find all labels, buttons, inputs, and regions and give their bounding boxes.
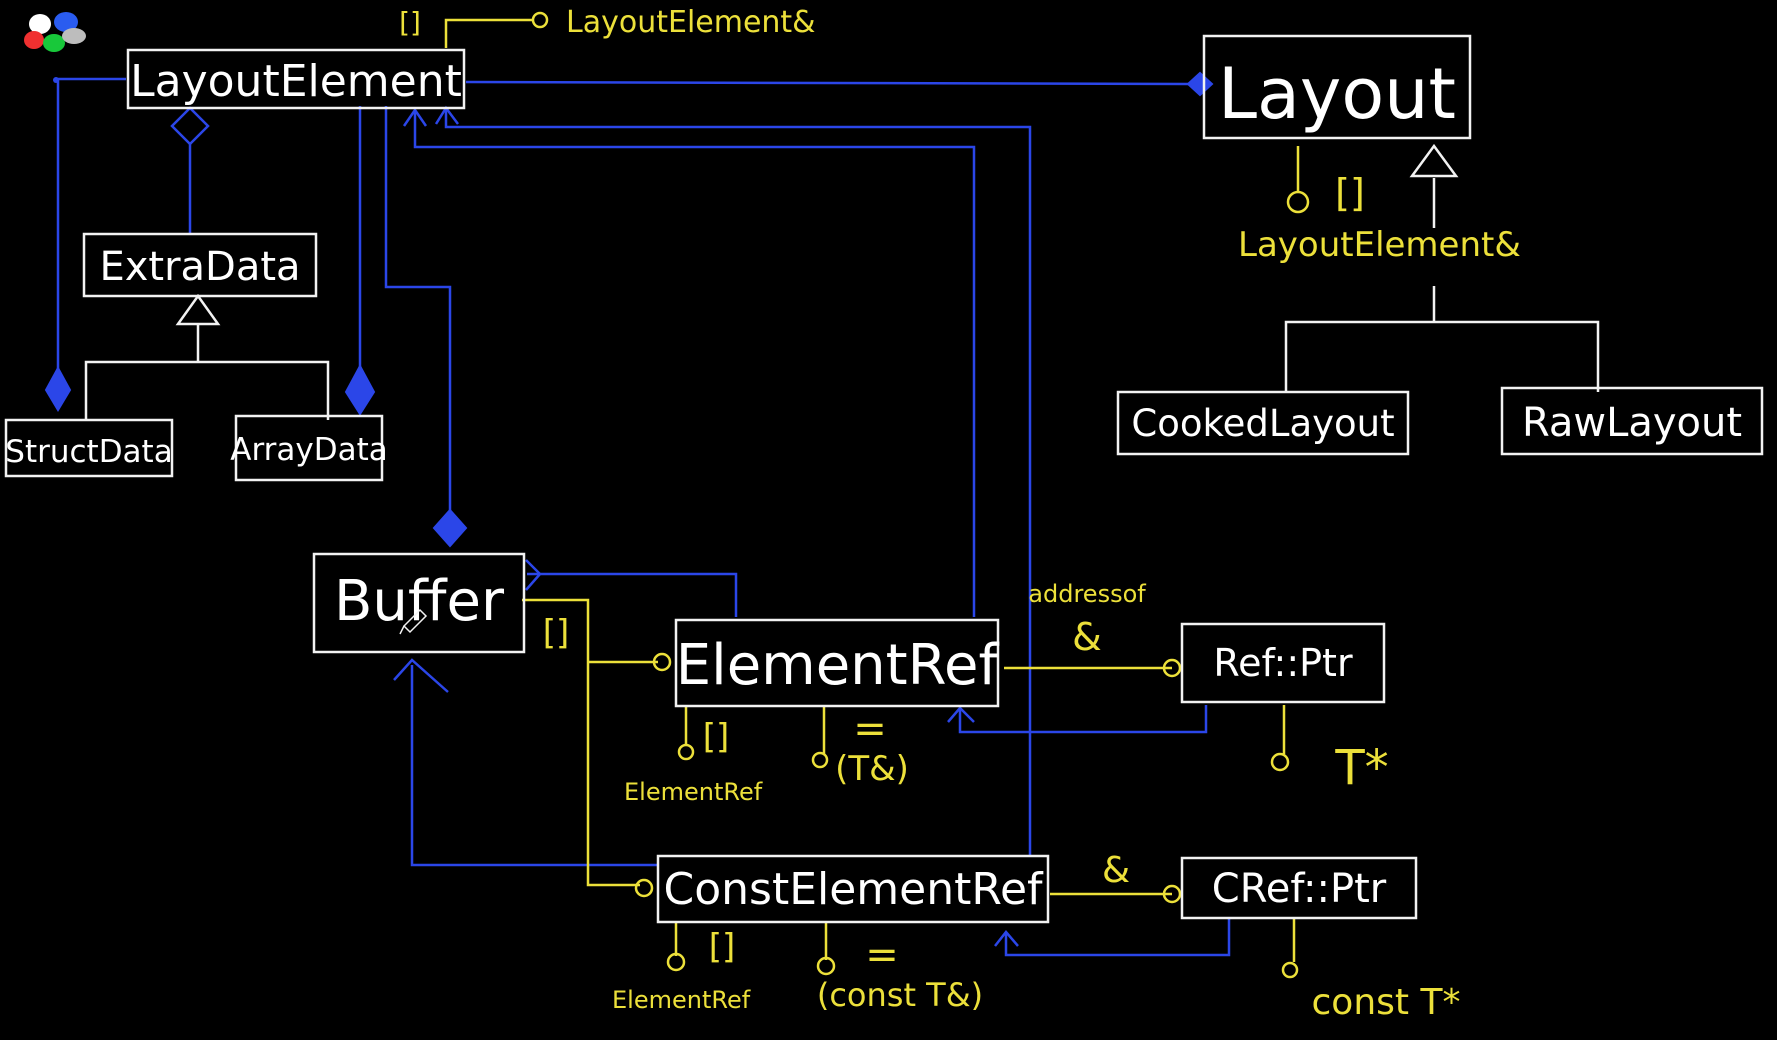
ref-ptr-input-lollipop xyxy=(1162,658,1182,678)
buffer-label: Buffer xyxy=(334,569,505,634)
raw-layout-box xyxy=(1500,386,1764,456)
layout-subscript-label: [] xyxy=(1335,171,1365,215)
const-element-ref-label: ConstElementRef xyxy=(663,864,1044,915)
const-ref-assign-lollipop xyxy=(816,956,836,976)
buffer-box xyxy=(312,552,526,654)
arrow-to-element-ref xyxy=(947,706,975,723)
layout-element-return-label: LayoutElement& xyxy=(566,5,816,40)
const-element-ref-box xyxy=(656,854,1050,924)
const-ref-subscript-label: [] xyxy=(709,927,736,967)
layout-inheritance-branch xyxy=(1284,320,1600,392)
element-ref-assign-arg-label: (T&) xyxy=(835,749,909,789)
addressof-label: addressof xyxy=(1028,580,1146,608)
extra-data-box xyxy=(82,232,318,298)
element-ref-subscript-return-label: ElementRef xyxy=(624,778,763,806)
struct-data-label: StructData xyxy=(5,434,172,470)
cref-ptr-deref-lollipop xyxy=(1281,961,1299,979)
buffer-subscript-label: [] xyxy=(543,613,570,653)
addressof-operator-label: & xyxy=(1072,615,1102,659)
layout-box xyxy=(1202,34,1472,140)
cref-ptr-label: CRef::Ptr xyxy=(1212,866,1387,912)
const-ref-input-lollipop xyxy=(634,878,654,898)
arrow-up-to-layout-element-1 xyxy=(402,107,428,127)
element-ref-assign-lollipop xyxy=(811,751,829,769)
arrow-to-const-element-ref xyxy=(994,930,1019,947)
cref-ptr-input-lollipop xyxy=(1162,884,1182,904)
arrow-up-to-buffer xyxy=(393,658,449,693)
layout-element-subscript-label: [] xyxy=(399,6,421,39)
cooked-layout-label: CookedLayout xyxy=(1131,402,1394,445)
extra-data-label: ExtraData xyxy=(99,244,300,290)
const-ref-subscript-lollipop xyxy=(666,952,686,972)
buffer-to-const-ref-line xyxy=(522,598,640,887)
cooked-layout-box xyxy=(1116,390,1410,456)
layout-element-label: LayoutElement xyxy=(130,56,462,107)
extra-data-aggregation-diamond xyxy=(170,106,210,146)
arrow-to-buffer xyxy=(525,559,542,591)
buffer-composition-diamond xyxy=(432,508,468,548)
composition-lines xyxy=(56,77,1231,957)
struct-data-box xyxy=(4,418,174,478)
layout-composition-diamond xyxy=(1186,71,1214,97)
extra-data-inheritance-branch xyxy=(84,360,330,420)
ref-ptr-label: Ref::Ptr xyxy=(1213,641,1353,685)
layout-inheritance-triangle xyxy=(1409,143,1459,178)
layout-label: Layout xyxy=(1218,53,1456,135)
raw-layout-label: RawLayout xyxy=(1522,400,1742,446)
layout-lollipop xyxy=(1286,190,1310,214)
array-data-composition-diamond xyxy=(344,363,376,416)
ref-ptr-return-label: T* xyxy=(1334,740,1388,796)
const-addressof-operator-label: & xyxy=(1102,850,1130,891)
const-ref-assign-arg-label: (const T&) xyxy=(817,976,983,1014)
const-ref-assign-label: = xyxy=(865,932,899,978)
struct-data-composition-diamond xyxy=(44,365,72,412)
element-ref-input-lollipop xyxy=(652,652,672,672)
ref-ptr-deref-lollipop xyxy=(1270,752,1290,772)
ref-ptr-box xyxy=(1180,622,1386,704)
element-ref-box xyxy=(674,618,1000,708)
layout-element-lollipop xyxy=(531,11,549,29)
layout-return-label: LayoutElement& xyxy=(1238,225,1521,265)
element-ref-subscript-label: [] xyxy=(703,717,730,757)
element-ref-assign-label: = xyxy=(853,706,887,752)
color-palette-icon[interactable] xyxy=(24,12,86,83)
cref-ptr-return-label: const T* xyxy=(1312,982,1461,1023)
array-data-label: ArrayData xyxy=(230,432,388,468)
extra-data-inheritance-triangle xyxy=(175,293,221,326)
pen-cursor-icon xyxy=(399,608,428,635)
cref-ptr-box xyxy=(1180,856,1418,920)
const-ref-subscript-return-label: ElementRef xyxy=(612,986,751,1014)
element-ref-label: ElementRef xyxy=(676,633,1000,698)
element-ref-subscript-lollipop xyxy=(677,743,695,761)
layout-element-subscript-line xyxy=(444,18,532,48)
layout-element-box xyxy=(126,48,466,110)
array-data-box xyxy=(234,414,384,482)
